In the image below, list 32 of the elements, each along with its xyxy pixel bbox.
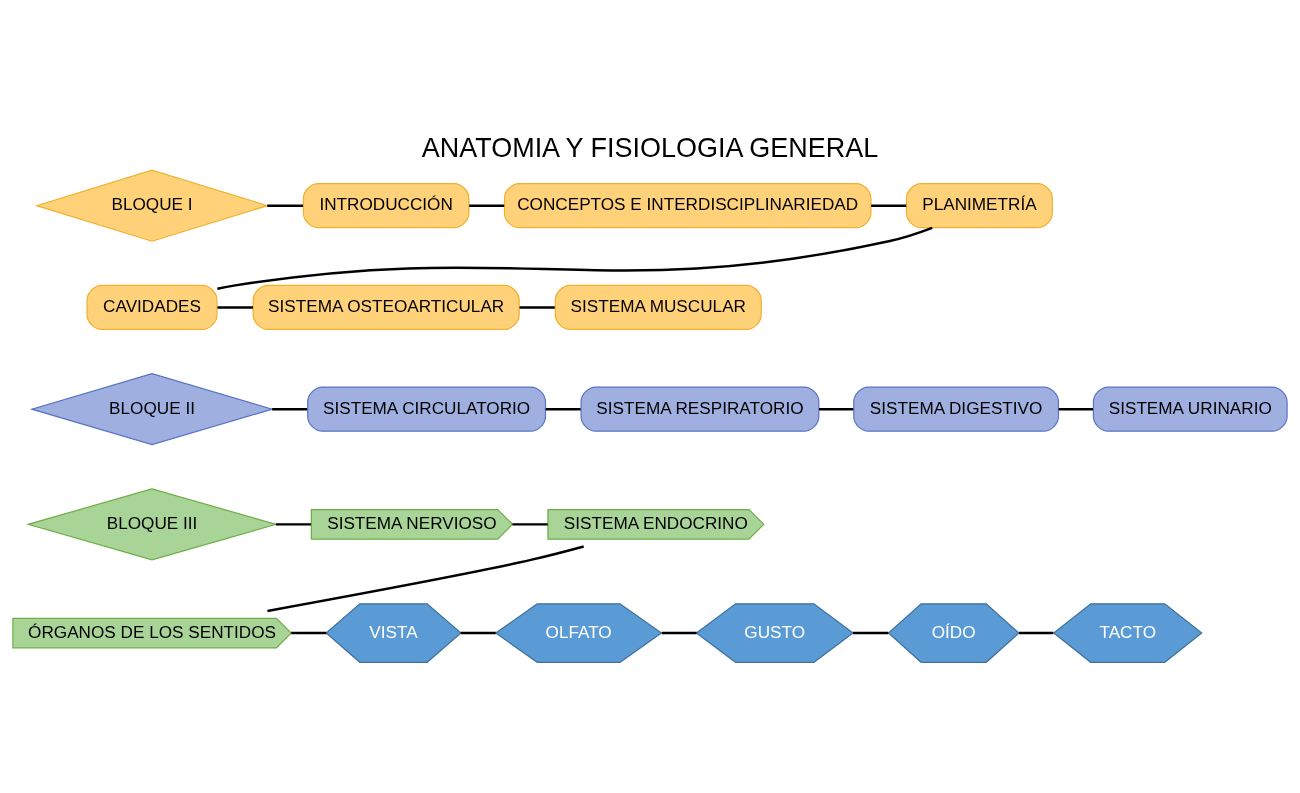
node-box: CAVIDADES (86, 284, 218, 331)
node-diamond: BLOQUE II (29, 372, 275, 446)
node-box: INTRODUCCIÓN (302, 183, 470, 229)
connector (460, 631, 496, 635)
connector (519, 306, 555, 309)
connector (469, 204, 505, 207)
connector (871, 204, 907, 207)
node-box: SISTEMA DIGESTIVO (853, 386, 1060, 432)
diagram-title: ANATOMIA Y FISIOLOGIA GENERAL (421, 133, 879, 164)
connector (217, 306, 253, 309)
node-box: SISTEMA OSTEOARTICULAR (252, 284, 520, 331)
connector (545, 407, 581, 411)
connector (275, 523, 311, 526)
node-box: SISTEMA MUSCULAR (554, 284, 762, 331)
connector (1058, 407, 1094, 411)
node-box: SISTEMA RESPIRATORIO (580, 386, 820, 432)
node-diamond: BLOQUE III (26, 488, 279, 561)
connector (267, 204, 304, 207)
connector (217, 226, 933, 290)
node-box: SISTEMA URINARIO (1092, 386, 1288, 432)
node-box: PLANIMETRÍA (905, 183, 1053, 229)
connector (272, 407, 308, 411)
node-box: CONCEPTOS E INTERDISCIPLINARIEDAD (503, 183, 872, 229)
connector (1018, 631, 1054, 635)
node-box: SISTEMA CIRCULATORIO (307, 386, 547, 432)
connector (819, 407, 854, 411)
connector (267, 545, 584, 613)
connector (853, 631, 889, 635)
connector (661, 631, 697, 635)
node-diamond: BLOQUE I (34, 169, 270, 242)
connector (512, 523, 548, 526)
connector (291, 631, 327, 635)
